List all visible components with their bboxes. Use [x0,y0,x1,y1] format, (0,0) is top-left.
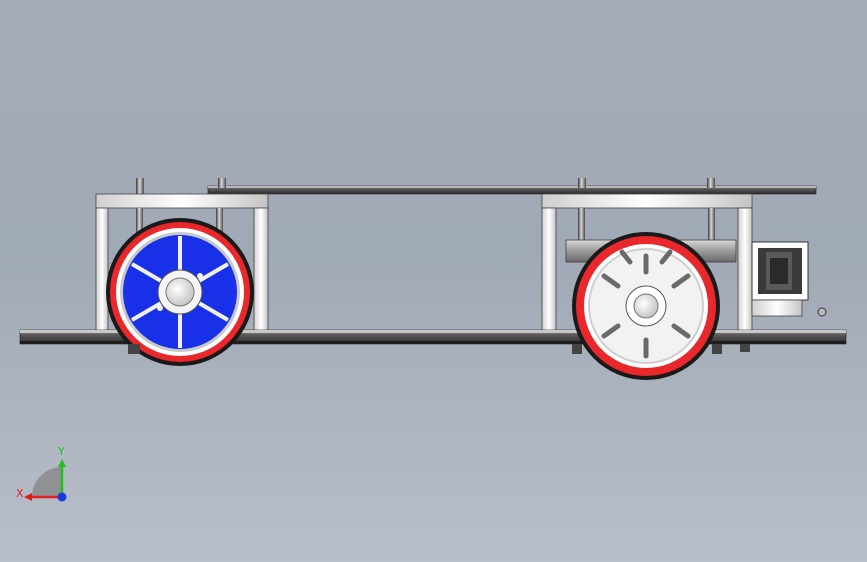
right-wheel [572,232,720,380]
left-wheel [106,218,254,366]
upper-deck-plate [207,185,817,195]
axis-triad: X Y [16,445,67,502]
standoff-posts [136,178,715,196]
x-axis-arrowhead [24,493,32,501]
servo-motor [751,241,827,317]
z-axis-dot [57,492,67,502]
x-axis-label: X [16,487,24,500]
lower-fasteners [128,344,750,354]
y-axis-label: Y [57,445,65,458]
y-axis-arrowhead [58,459,66,467]
triad-plane-icon [32,467,62,497]
